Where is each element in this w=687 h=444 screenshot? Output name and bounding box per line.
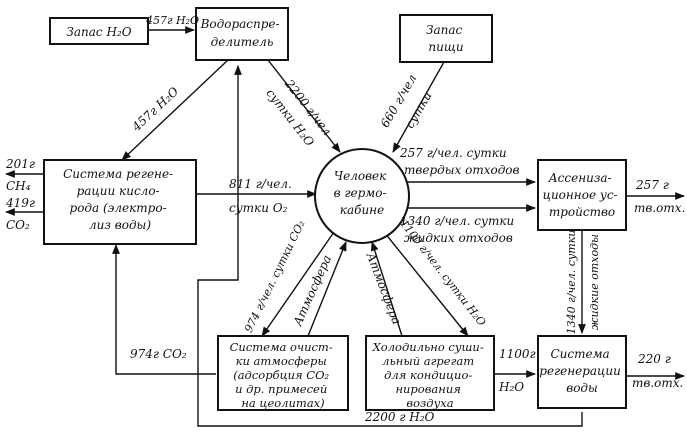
sanitation-text-1: Ассениза- [548,171,612,185]
cooling-drying-box [365,335,495,411]
label-liquid-waste-2: жидких отходов [404,231,513,245]
air-cleaning-text-4: и др. примесей [235,382,327,396]
water-distributor-text-2: делитель [211,35,274,49]
arrow-dist-to-oxy [121,59,229,161]
oxygen-regen-box [43,159,197,245]
air-cleaning-text-2: ки атмосферы [236,354,327,368]
human-text-3: кабине [340,203,384,217]
label-san-to-water-2: жидкие отходы [588,234,601,330]
label-water-out: тв.отх. [632,376,683,390]
arrow-air-to-oxy [112,244,216,375]
label-stock-to-dist: 457г H₂O [145,14,199,27]
water-stock-box [49,17,149,45]
cooling-text-2: льный агрегат [382,354,474,368]
food-stock-text-2: пищи [428,40,463,54]
water-regen-text-2: регенерации [539,364,621,378]
label-return-water: 2200 г H₂O [364,410,435,424]
arrow-cool-to-human-atm [370,241,403,337]
water-distributor-text-1: Водораспре- [200,17,280,31]
label-liquid-waste-1: 1340 г/чел. сутки [400,214,514,228]
svg-text:Система регенерации: Система регенерации воды [539,347,624,395]
arrow-human-to-air-co2 [261,231,335,337]
label-san-to-water-1: 1340 г/чел. сутки [565,230,578,335]
human-text-2: в гермо- [334,186,387,200]
human-text-1: Человек [334,169,387,183]
label-atmosphere-right: Атмосфера [363,250,404,327]
air-cleaning-text-3: (адсорбция CO₂ [233,368,329,382]
label-cool-to-water-1: 1100г [499,347,536,361]
label-water-out-amount: 220 г [637,352,671,366]
oxygen-regen-text-3: рода (электро- [70,201,167,215]
svg-text:Система регене- рации ки: Система регене- рации кисло- рода (элект… [63,167,177,232]
label-san-out: тв.отх. [634,201,685,215]
label-oxy-co2: CO₂ [6,218,30,232]
label-solid-waste-2: твердых отходов [404,163,520,177]
label-oxy-to-human-1: 811 г/чел. [229,177,292,191]
oxygen-regen-text-2: рации кисло- [77,184,160,198]
food-stock-text-1: Запас [426,23,463,37]
arrow-return-water [197,65,583,427]
svg-text:Водораспре- делитель: Водораспре- делитель [200,17,284,49]
food-stock-box [399,14,493,63]
svg-text:Холодильно суши- льный а: Холодильно суши- льный агрегат для конди… [372,340,488,410]
cooling-text-3: для кондицио- [384,368,472,382]
cooling-text-5: воздуха [406,396,453,410]
water-regen-text-1: Система [550,347,609,361]
water-regen-text-3: воды [566,381,598,395]
sanitation-text-2: ционное ус- [543,188,618,202]
water-distributor-box [195,7,289,61]
arrow-human-to-cool-h2o [383,231,469,337]
arrow-food-to-human [392,61,445,153]
oxygen-regen-text-1: Система регене- [63,167,173,181]
svg-text:Ассениза- ционное ус-: Ассениза- ционное ус- тройство [543,171,622,219]
water-stock-text: Запас H₂O [66,25,131,39]
node-boxes [43,7,627,411]
label-oxy-ch4: CH₄ [6,179,31,193]
air-cleaning-text-1: Система очист- [230,340,333,354]
svg-text:Запас пищи: Запас пищи [426,23,466,54]
oxygen-regen-text-4: лиз воды) [89,218,151,232]
cooling-text-1: Холодильно суши- [372,340,484,354]
svg-text:Система очист- ки атмосф: Система очист- ки атмосферы (адсорбция C… [230,340,337,410]
air-cleaning-box [217,335,349,411]
label-air-to-oxy: 974г CO₂ [130,347,187,361]
flow-lines [5,26,685,427]
arrow-dist-to-human [267,59,341,153]
label-san-out-amount: 257 г [635,178,669,192]
arrow-air-to-human-atm [307,241,347,337]
label-oxy-ch4-amount: 201г [5,157,35,171]
label-oxy-to-human-2: сутки O₂ [229,201,288,215]
human-cabin-circle [314,148,410,244]
node-texts: Запас H₂O Водораспре- делитель Запас пищ… [63,17,624,410]
air-cleaning-text-5: на цеолитах) [241,396,324,410]
label-oxy-co2-amount: 419г [5,196,35,210]
water-regen-box [537,335,627,409]
label-dist-to-oxy: 457г H₂O [129,84,182,135]
label-cool-to-water-2: H₂O [498,380,524,394]
cooling-text-4: нирования [395,382,460,396]
sanitation-text-3: тройство [549,205,615,219]
svg-text:Запас H₂O: Запас H₂O [66,25,131,39]
sanitation-box [537,159,627,231]
label-solid-waste-1: 257 г/чел. сутки [399,146,507,160]
svg-text:Человек в гермо- к: Человек в гермо- кабине [334,169,391,217]
